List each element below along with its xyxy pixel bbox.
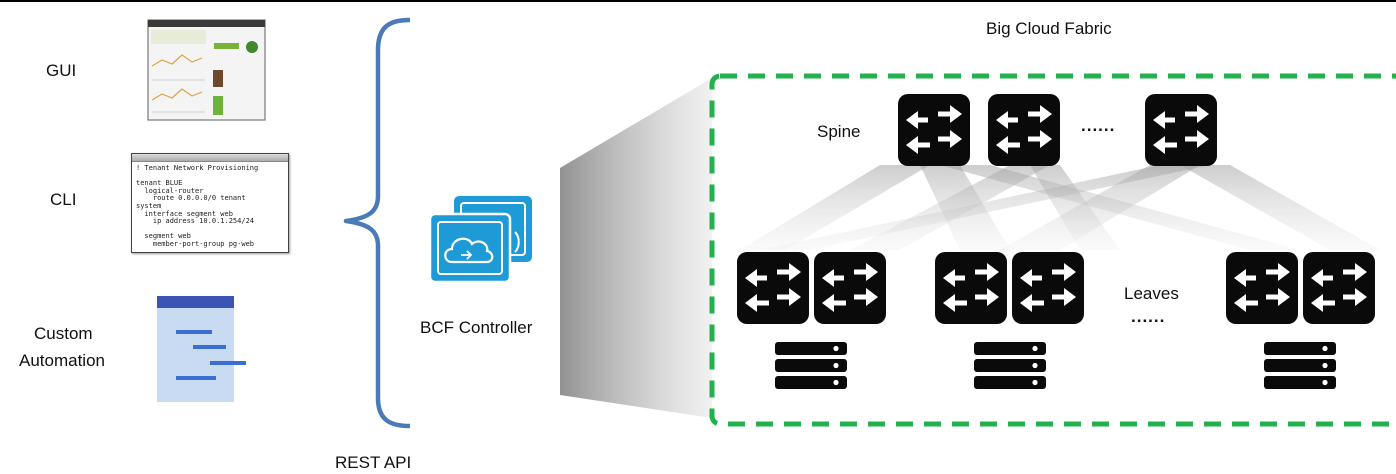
gui-label: GUI [46,61,77,80]
cli-line: segment web [136,232,191,241]
spine-switch-2 [988,94,1060,166]
controller-projection-beam [560,78,712,418]
server-rack-2 [974,342,1046,389]
fabric-title: Big Cloud Fabric [986,19,1112,38]
leaf-switch-3 [935,252,1007,324]
cli-text: ! Tenant Network Provisioning tenant BLU… [132,162,288,252]
spine-switch-1 [898,94,970,166]
cli-titlebar [132,154,288,162]
leaves-ellipsis: ...... [1131,307,1166,326]
custom-label: Custom [34,324,93,343]
cli-line: interface segment web [136,209,233,218]
controller-label: BCF Controller [420,318,533,337]
rest-api-brace [343,17,411,429]
leaf-switch-4 [1012,252,1084,324]
fabric-boundary [709,73,1396,427]
cli-line: logical-router [136,186,204,195]
leaf-switch-1 [737,252,809,324]
leaf-switch-6 [1303,252,1375,324]
server-rack-3 [1264,342,1336,389]
rest-api-label: REST API [335,453,412,472]
cloud-controller-icon [428,196,532,284]
top-border-line [0,0,1396,2]
cli-line: system [136,201,162,210]
cli-line: ! Tenant Network Provisioning [136,164,259,172]
cli-line: route 0.0.0.0/0 tenant [136,194,246,203]
spine-label: Spine [817,122,861,141]
cli-screenshot-icon: ! Tenant Network Provisioning tenant BLU… [131,153,289,253]
spine-leaf-links [740,165,1380,250]
leaf-switch-5 [1226,252,1298,324]
cli-line: ip address 10.0.1.254/24 [136,217,255,226]
spine-switch-3 [1145,94,1217,166]
leaf-switch-2 [814,252,886,324]
leaves-label: Leaves [1124,284,1179,303]
server-rack-1 [775,342,847,389]
automation-document-icon [157,296,246,402]
automation-label: Automation [19,351,105,370]
gui-screenshot-icon [147,19,266,121]
cli-label: CLI [50,190,77,209]
cli-line: member-port-group pg-web [136,239,255,248]
spine-ellipsis: ...... [1081,116,1116,135]
cli-line: tenant BLUE [136,179,183,188]
